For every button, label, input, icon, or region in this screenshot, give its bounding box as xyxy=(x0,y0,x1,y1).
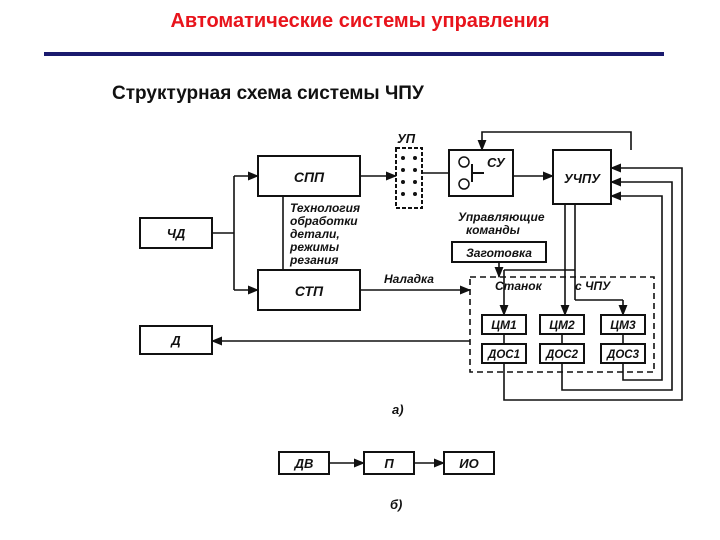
cm3-label: ЦМ3 xyxy=(610,318,636,332)
title-underline xyxy=(44,52,664,56)
io-label: ИО xyxy=(459,456,478,471)
d-label: Д xyxy=(170,333,181,348)
caption-a: а) xyxy=(392,402,404,417)
up-label: УП xyxy=(397,131,416,146)
slide-subtitle: Структурная схема системы ЧПУ xyxy=(112,83,424,104)
spp-label: СПП xyxy=(294,169,325,185)
stp-label: СТП xyxy=(295,283,324,299)
spp-block xyxy=(257,155,361,197)
cm2-label: ЦМ2 xyxy=(549,318,575,332)
dos2-label: ДОС2 xyxy=(545,349,579,361)
uchpu-label: УЧПУ xyxy=(564,171,601,186)
tech-label-1: Технология xyxy=(290,201,360,215)
diagram-a-connections xyxy=(210,131,683,401)
up-tape xyxy=(395,147,423,209)
tape-holes xyxy=(401,156,417,196)
su-roller-bottom xyxy=(458,178,470,190)
tech-label-2: обработки xyxy=(290,214,358,228)
chd-block xyxy=(139,217,213,249)
dv-label: ДВ xyxy=(294,456,314,471)
p-label: П xyxy=(384,456,394,471)
zagotovka-label: Заготовка xyxy=(466,246,532,260)
slide-title: Автоматические системы управления xyxy=(170,10,550,32)
tech-label-3: детали, xyxy=(290,227,340,241)
dos1-label: ДОС1 xyxy=(487,349,520,361)
commands-label-2: команды xyxy=(466,223,521,237)
tech-label-4: режимы xyxy=(289,240,340,254)
uchpu-block xyxy=(552,149,612,205)
dos3-label: ДОС3 xyxy=(606,349,640,361)
caption-b: б) xyxy=(390,497,402,512)
chd-label: ЧД xyxy=(167,226,186,241)
machine-label-1: Станок xyxy=(495,279,543,293)
su-label: СУ xyxy=(487,155,506,170)
cm1-label: ЦМ1 xyxy=(491,318,517,332)
machine-label-2: с ЧПУ xyxy=(575,279,611,293)
su-roller-top xyxy=(458,156,470,168)
naladka-label: Наладка xyxy=(384,272,434,286)
tech-label-5: резания xyxy=(289,253,338,267)
commands-label-1: Управляющие xyxy=(458,210,545,224)
